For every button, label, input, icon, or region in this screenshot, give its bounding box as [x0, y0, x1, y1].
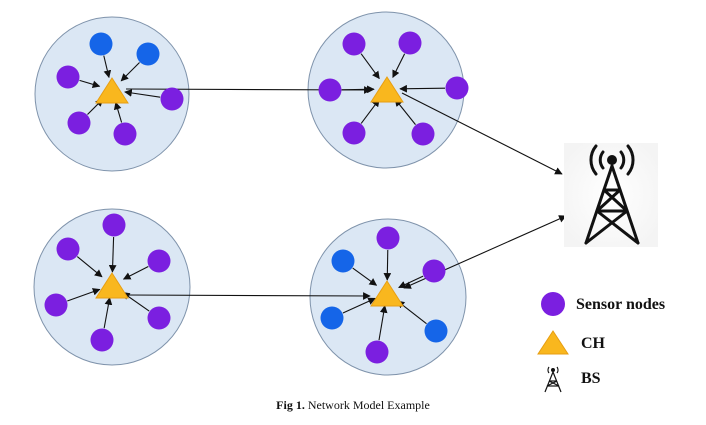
sensor-to-ch-arrow [394, 98, 416, 125]
figure-caption-text: Network Model Example [304, 398, 430, 412]
sensor-node [376, 226, 400, 250]
sensor-to-ch-arrow [113, 101, 123, 123]
cluster-head-4 [370, 280, 404, 307]
sensor-node [147, 249, 171, 273]
sensor-to-ch-arrow [103, 55, 112, 79]
sensor-to-ch-arrow [122, 265, 149, 280]
sensor-node-blue [320, 306, 344, 330]
sensor-node [147, 306, 171, 330]
sensor-to-ch-arrow [124, 89, 161, 98]
radio-tower-icon [584, 144, 640, 245]
sensor-node-blue [331, 249, 355, 273]
sensor-to-ch-arrow [360, 98, 380, 124]
sensor-node [342, 121, 366, 145]
sensor-to-ch-arrow [120, 62, 140, 82]
legend-sensor-node [541, 292, 565, 316]
sensor-node-blue [136, 42, 160, 66]
sensor-node [398, 31, 422, 55]
sensor-node [44, 293, 68, 317]
sensor-node [445, 76, 469, 100]
sensor-node [160, 87, 184, 111]
legend-ch-label: CH [581, 335, 605, 352]
base-station [564, 143, 658, 247]
sensor-node-blue [424, 319, 448, 343]
sensor-node [56, 237, 80, 261]
sensor-to-ch-arrow [399, 84, 446, 93]
figure-caption: Fig 1. Network Model Example [0, 398, 706, 413]
cluster-head-2 [370, 76, 404, 103]
sensor-to-ch-arrow [76, 256, 103, 278]
sensor-to-ch-arrow [79, 79, 101, 89]
sensor-node [365, 340, 389, 364]
sensor-node [411, 122, 435, 146]
figure-caption-prefix: Fig 1. [276, 398, 305, 412]
sensor-to-ch-arrow [383, 249, 392, 281]
sensor-to-ch-arrow [108, 236, 117, 273]
ch3-to-ch4-arrow [126, 292, 371, 300]
legend-bs-tower-icon [544, 366, 562, 393]
legend-bs-label: BS [581, 370, 601, 387]
sensor-to-ch-arrow [360, 53, 380, 80]
legend [537, 292, 569, 393]
sensor-to-ch-arrow [122, 292, 150, 312]
ch2-to-bs-arrow [401, 92, 563, 175]
sensor-to-ch-arrow [392, 53, 406, 79]
sensor-node [113, 122, 137, 146]
sensor-to-ch-arrow [103, 297, 113, 329]
cluster-head-3 [95, 272, 129, 299]
sensor-node [102, 213, 126, 237]
sensor-node [56, 65, 80, 89]
sensor-node [318, 78, 342, 102]
sensor-to-ch-arrow [342, 297, 376, 314]
sensor-node [67, 111, 91, 135]
cluster-head-1 [95, 77, 129, 104]
sensor-node-blue [89, 32, 113, 56]
sensor-node [422, 259, 446, 283]
sensor-to-ch-arrow [352, 267, 378, 286]
legend-sensor-label: Sensor nodes [576, 296, 666, 313]
sensor-node [342, 32, 366, 56]
sensor-node [90, 328, 114, 352]
sensor-to-ch-arrow [67, 288, 101, 302]
legend-cluster-head [537, 330, 569, 355]
sensor-to-ch-arrow [378, 305, 388, 341]
